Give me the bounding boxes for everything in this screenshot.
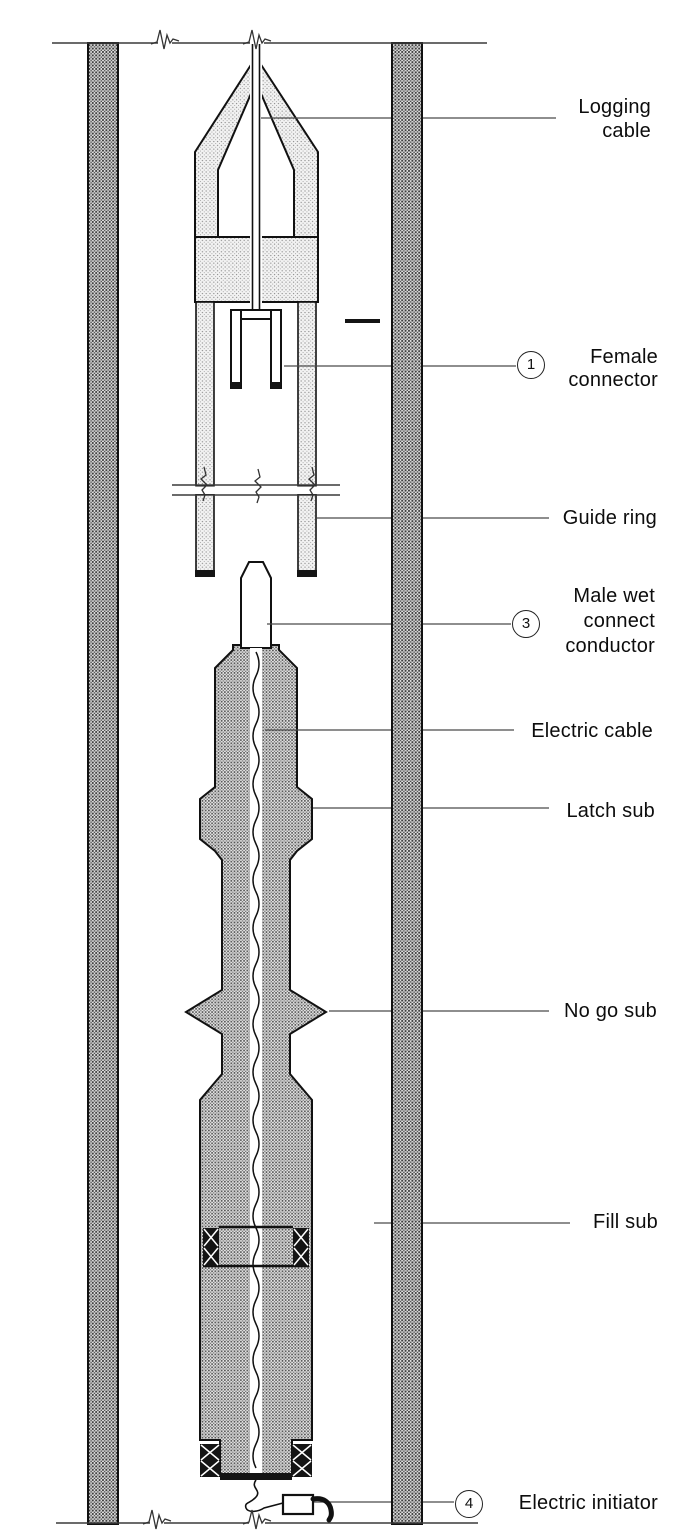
break-squiggle (142, 1509, 172, 1530)
seal-block (202, 1227, 220, 1267)
label-fill-sub: Fill sub (593, 1211, 658, 1233)
initiator-wire (244, 1479, 284, 1513)
label-no-go-sub: No go sub (564, 1000, 657, 1022)
initiator-pigtail (310, 1496, 334, 1523)
seal-block (291, 1443, 313, 1478)
guide-ring-foot-right (297, 570, 317, 577)
female-connector-fork (230, 309, 282, 389)
label-guide-ring: Guide ring (562, 507, 657, 529)
label-latch-sub: Latch sub (566, 800, 655, 822)
reference-dash (345, 319, 380, 323)
electric-cable-wavy (252, 651, 260, 1469)
break-squiggle (242, 1509, 272, 1530)
guide-ring-leg-right (297, 493, 317, 574)
callout-electric-initiator: 4 (455, 1490, 483, 1518)
lower-tool-string (184, 561, 328, 1480)
electric-initiator-assembly (244, 1479, 334, 1523)
label-logging-cable: Logging cable (578, 96, 651, 142)
label-electric-cable: Electric cable (531, 720, 653, 742)
label-electric-initiator: Electric initiator (518, 1492, 658, 1514)
upper-tool-overshot (194, 44, 380, 577)
surface-lines (52, 29, 487, 1530)
seal-block (292, 1227, 310, 1267)
label-male-wet-connect: Male wet connect conductor (565, 585, 655, 657)
guide-ring-foot-left (195, 570, 215, 577)
seal-block (199, 1443, 221, 1478)
break-squiggle (150, 29, 180, 50)
callout-female-connector: 1 (517, 351, 545, 379)
skirt-wall-right (297, 301, 317, 487)
break-squiggle (254, 468, 262, 504)
bottom-cap (220, 1473, 292, 1480)
casing-wall-left (87, 42, 119, 1525)
male-wet-connect-tip (240, 561, 272, 649)
guide-ring-leg-left (195, 493, 215, 574)
casing-wall-right (391, 42, 423, 1525)
casing-walls (87, 42, 423, 1525)
mid-break (172, 466, 340, 504)
label-female-connector: Female connector (568, 346, 658, 391)
callout-male-wet-connect: 3 (512, 610, 540, 638)
initiator-box (281, 1493, 315, 1516)
break-squiggle (242, 29, 272, 50)
skirt-wall-left (195, 301, 215, 487)
